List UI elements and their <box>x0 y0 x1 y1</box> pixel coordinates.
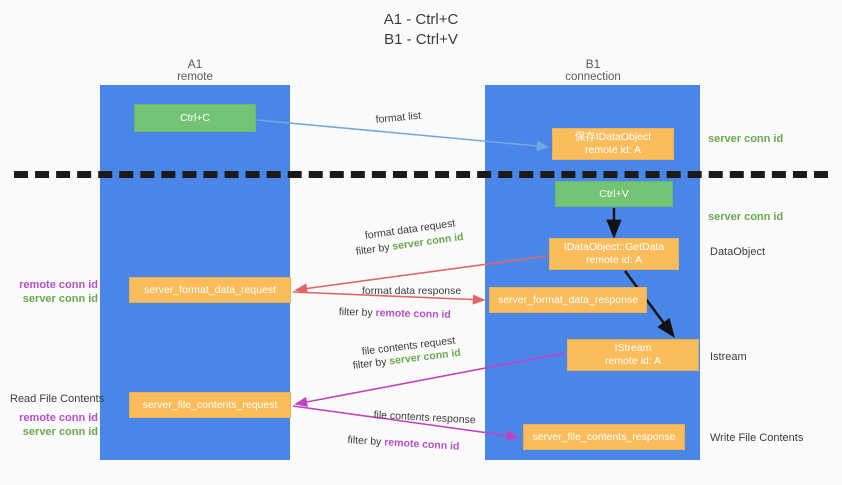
annotation-server-conn-id-1: server conn id <box>22 293 98 305</box>
node-idataobject-label: 保存IDataObject <box>574 131 652 143</box>
column-b1-sub: connection <box>565 71 621 83</box>
annotation-read-file-contents: Read File Contents <box>10 393 105 405</box>
edge-label-file-contents-response: file contents response <box>373 408 476 427</box>
filter-prefix-1: filter by <box>355 240 394 258</box>
phase-divider <box>14 171 828 178</box>
filter-prefix-3: filter by <box>352 355 391 372</box>
node-ctrl-v[interactable]: Ctrl+V <box>555 181 673 207</box>
column-b1-name: B1 <box>585 57 601 71</box>
node-ctrl-c[interactable]: Ctrl+C <box>134 104 256 132</box>
annotation-server-conn-id-2: server conn id <box>22 426 98 438</box>
annotation-conn-id-stack-top: remote conn id server conn id <box>0 278 98 306</box>
filter-prefix-2: filter by <box>338 305 376 319</box>
column-a1-name: A1 <box>187 57 203 71</box>
node-idataobject[interactable]: 保存IDataObject remote id: A <box>552 128 674 160</box>
edge-label-format-data-response: format data response <box>362 285 462 297</box>
node-idataobject-sub: remote id: A <box>584 144 642 156</box>
edge-label-format-list: format list <box>375 109 422 126</box>
node-server-format-data-request-label: server_format_data_request <box>144 283 276 296</box>
node-istream[interactable]: IStream remote id: A <box>567 339 699 371</box>
node-getdata-label: IDataObject::GetData <box>563 241 665 253</box>
node-ctrl-c-label: Ctrl+C <box>179 111 211 124</box>
node-getdata-sub: remote id: A <box>585 254 643 266</box>
column-a1-sub: remote <box>177 71 213 83</box>
node-ctrl-v-label: Ctrl+V <box>599 187 629 200</box>
annotation-istream: Istream <box>710 351 747 363</box>
filter-value-remote-conn-id-1: remote conn id <box>375 306 451 321</box>
node-server-file-contents-request[interactable]: server_file_contents_request <box>129 392 291 418</box>
node-istream-label: IStream <box>614 342 652 354</box>
annotation-dataobject: DataObject <box>710 246 766 258</box>
node-server-format-data-request[interactable]: server_format_data_request <box>129 277 291 303</box>
filter-prefix-4: filter by <box>347 433 385 449</box>
annotation-remote-conn-id-1: remote conn id <box>19 279 98 291</box>
edge-label-file-contents-response-filter: filter by remote conn id <box>347 433 460 454</box>
column-header-a1: A1 remote <box>130 58 260 84</box>
title-line-2: B1 - Ctrl+V <box>384 31 458 48</box>
annotation-remote-conn-id-2: remote conn id <box>19 412 98 424</box>
annotation-server-conn-id-mid: server conn id <box>708 211 784 223</box>
node-server-format-data-response[interactable]: server_format_data_response <box>489 287 647 313</box>
filter-value-remote-conn-id-2: remote conn id <box>383 436 460 453</box>
node-getdata[interactable]: IDataObject::GetData remote id: A <box>549 238 679 270</box>
node-server-file-contents-request-label: server_file_contents_request <box>142 398 278 411</box>
column-header-b1: B1 connection <box>528 58 658 84</box>
edge-label-format-data-response-filter: filter by remote conn id <box>339 305 451 322</box>
annotation-server-conn-id-top: server conn id <box>708 133 784 145</box>
node-server-format-data-response-label: server_format_data_response <box>497 293 639 306</box>
title-line-1: A1 - Ctrl+C <box>383 11 459 28</box>
node-server-file-contents-response-label: server_file_contents_response <box>532 430 676 443</box>
node-istream-sub: remote id: A <box>604 355 662 367</box>
diagram-title: A1 - Ctrl+C B1 - Ctrl+V <box>0 10 842 50</box>
annotation-write-file-contents: Write File Contents <box>710 432 804 444</box>
node-server-file-contents-response[interactable]: server_file_contents_response <box>523 424 685 450</box>
annotation-conn-id-stack-bottom: remote conn id server conn id <box>0 411 98 439</box>
